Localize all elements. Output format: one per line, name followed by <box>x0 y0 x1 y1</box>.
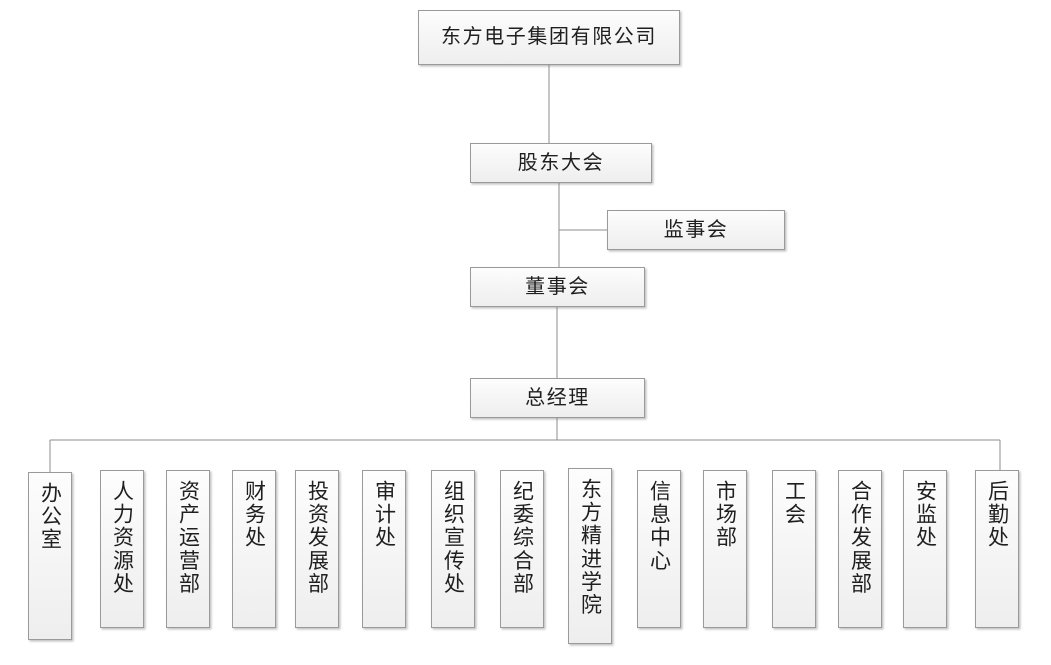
org-node-department-3[interactable]: 财务处 <box>232 470 276 628</box>
org-node-department-label: 组织宣传处 <box>441 480 466 596</box>
org-node-department-8[interactable]: 东方精进学院 <box>568 468 612 644</box>
org-node-department-label: 东方精进学院 <box>578 478 603 617</box>
org-node-governance-3[interactable]: 总经理 <box>470 378 645 418</box>
org-node-governance-label: 总经理 <box>525 386 590 409</box>
org-node-department-label: 信息中心 <box>647 480 672 573</box>
org-node-department-label: 投资发展部 <box>305 480 330 596</box>
org-node-root-label: 东方电子集团有限公司 <box>441 26 657 49</box>
org-node-department-label: 工会 <box>782 480 807 527</box>
org-node-department-label: 人力资源处 <box>110 480 135 596</box>
org-node-department-1[interactable]: 人力资源处 <box>100 470 144 628</box>
org-node-department-13[interactable]: 安监处 <box>903 470 947 628</box>
org-node-department-label: 合作发展部 <box>848 480 873 596</box>
org-node-department-label: 安监处 <box>913 480 938 550</box>
org-node-department-6[interactable]: 组织宣传处 <box>431 470 475 628</box>
org-node-department-label: 资产运营部 <box>176 480 201 596</box>
org-node-department-label: 审计处 <box>372 480 397 550</box>
org-node-department-12[interactable]: 合作发展部 <box>838 470 882 628</box>
org-node-department-label: 纪委综合部 <box>510 480 535 596</box>
org-node-department-label: 财务处 <box>242 480 267 550</box>
org-node-department-11[interactable]: 工会 <box>772 470 816 628</box>
org-node-root[interactable]: 东方电子集团有限公司 <box>418 10 680 65</box>
org-node-governance-label: 董事会 <box>525 275 590 298</box>
org-node-department-7[interactable]: 纪委综合部 <box>500 470 544 628</box>
org-node-department-2[interactable]: 资产运营部 <box>166 470 210 628</box>
org-node-governance-2[interactable]: 董事会 <box>470 267 645 307</box>
org-node-governance-0[interactable]: 股东大会 <box>470 143 652 183</box>
org-node-governance-label: 股东大会 <box>517 151 605 174</box>
org-node-department-5[interactable]: 审计处 <box>362 470 406 628</box>
org-node-department-0[interactable]: 办公室 <box>28 472 72 640</box>
org-node-department-label: 市场部 <box>713 480 738 550</box>
org-node-department-label: 办公室 <box>38 482 63 552</box>
org-node-department-label: 后勤处 <box>985 480 1010 550</box>
org-node-department-14[interactable]: 后勤处 <box>975 470 1019 628</box>
org-node-department-9[interactable]: 信息中心 <box>637 470 681 628</box>
org-node-department-4[interactable]: 投资发展部 <box>295 470 339 628</box>
org-node-governance-label: 监事会 <box>663 218 729 241</box>
org-node-governance-1[interactable]: 监事会 <box>607 210 785 250</box>
org-node-department-10[interactable]: 市场部 <box>703 470 747 628</box>
